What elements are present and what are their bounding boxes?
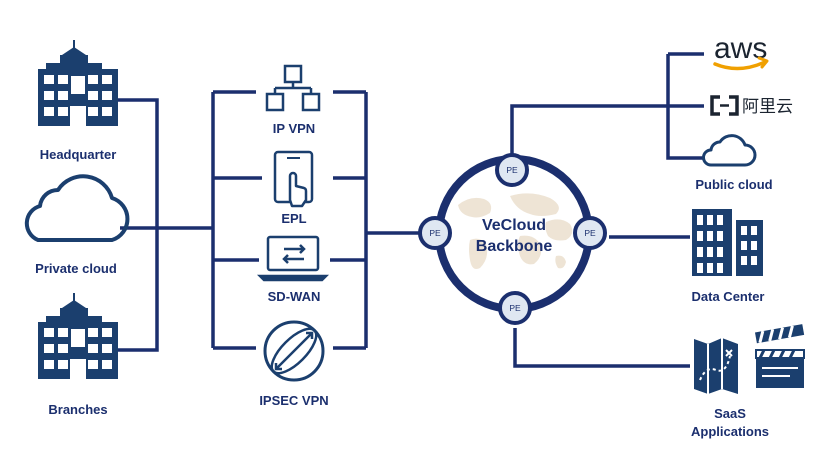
pe-node-left: PE (418, 216, 452, 250)
saas-label-line1: SaaS (714, 406, 746, 421)
alibaba-cloud-logo: 阿里云 (710, 95, 793, 117)
connector-lines (118, 52, 704, 368)
svg-text:PE: PE (509, 303, 521, 313)
svg-text:PE: PE (506, 165, 518, 175)
sd-wan-label: SD-WAN (268, 289, 321, 304)
ipsec-vpn-label: IPSEC VPN (259, 393, 328, 408)
public-cloud-label: Public cloud (695, 177, 772, 192)
branches-label: Branches (48, 402, 107, 417)
pe-node-top: PE (495, 153, 529, 187)
touch-tablet-icon (273, 150, 314, 208)
svg-text:PE: PE (429, 228, 441, 238)
data-center-label: Data Center (692, 289, 765, 304)
saas-label-line2: Applications (691, 424, 769, 439)
epl-label: EPL (281, 211, 306, 226)
private-cloud-icon (24, 174, 130, 242)
ip-vpn-label: IP VPN (273, 121, 315, 136)
headquarter-label: Headquarter (40, 147, 117, 162)
backbone-title-line2: Backbone (476, 238, 553, 255)
public-cloud-icon (702, 134, 757, 167)
vecloud-backbone: VeCloud Backbone PE PE PE PE (418, 153, 607, 325)
branches-building-icon (38, 293, 118, 379)
world-map-background (458, 193, 573, 269)
pe-node-bottom: PE (498, 291, 532, 325)
globe-icon (263, 320, 325, 382)
data-center-building-icon (692, 209, 763, 276)
private-cloud-label: Private cloud (35, 261, 117, 276)
svg-text:PE: PE (584, 228, 596, 238)
map-icon (694, 338, 738, 394)
network-topology-icon (265, 64, 321, 112)
pe-node-right: PE (573, 216, 607, 250)
aws-logo: aws (713, 32, 769, 71)
svg-text:aws: aws (714, 32, 767, 65)
backbone-title-line1: VeCloud (482, 217, 546, 234)
clapperboard-icon (754, 324, 805, 388)
headquarter-building-icon (38, 40, 118, 126)
laptop-icon (256, 235, 330, 282)
svg-text:阿里云: 阿里云 (742, 97, 793, 117)
